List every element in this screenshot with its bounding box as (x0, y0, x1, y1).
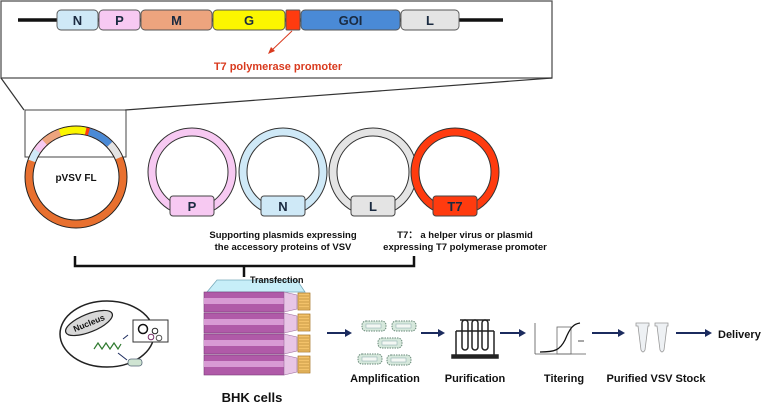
promoter-callout-arrow (269, 30, 293, 53)
genome-segment-t7p (285, 9, 301, 31)
promoter-callout-label: T7 polymerase promoter (214, 61, 343, 73)
step-label-purified-stock: Purified VSV Stock (606, 373, 706, 385)
genome-segment-m: M (140, 9, 213, 31)
flask-1 (203, 291, 311, 313)
plasmid-t7: T7 (410, 127, 500, 217)
plasmid-arc-goi (87, 128, 113, 147)
bhk-cells-label: BHK cells (222, 390, 283, 405)
plasmid-arc-n (28, 148, 40, 163)
titration-curve-icon (534, 322, 586, 355)
plasmid-n: N (238, 127, 328, 217)
genome-segment-label: GOI (339, 13, 363, 28)
genome-segment-label: M (171, 13, 182, 28)
genome-segment-label: N (73, 13, 82, 28)
supporting-caption-2: the accessory proteins of VSV (215, 242, 352, 253)
plasmid-arc-g (58, 126, 87, 137)
flask-3 (203, 333, 311, 355)
arrow-right-icon (421, 329, 445, 337)
test-tube-rack-icon (451, 319, 499, 359)
plasmid-label: T7 (447, 199, 462, 214)
virus-particles-icon (357, 320, 417, 366)
t7-caption-1: T7： a helper virus or plasmid (397, 230, 533, 241)
step-label-amplification: Amplification (350, 373, 420, 385)
arrow-right-icon (327, 329, 352, 337)
plasmid-arc-m (42, 129, 62, 145)
arrow-right-icon (500, 329, 526, 337)
virion (361, 320, 387, 332)
plasmid-label: P (188, 199, 197, 214)
plasmid-arc-l (107, 141, 123, 160)
eppendorf-tubes-icon (635, 322, 669, 353)
arrow-right-icon (676, 329, 712, 337)
plasmid-pvsv-fl (24, 125, 128, 229)
genome-segment-n: N (56, 9, 99, 31)
genome-segment-g: G (212, 9, 286, 31)
zoom-line-left (0, 77, 25, 111)
genome-segment-p: P (98, 9, 141, 31)
step-label-titering: Titering (544, 373, 584, 385)
supporting-caption-1: Supporting plasmids expressing (209, 230, 356, 241)
plasmid-label: L (369, 199, 377, 214)
genome-segment-label: P (115, 13, 124, 28)
pvsv-fl-label: pVSV FL (55, 173, 96, 184)
plasmid-l: L (328, 127, 418, 217)
genome-segment-l: L (400, 9, 460, 31)
virion (391, 320, 417, 332)
plasmid-label: N (278, 199, 287, 214)
transfection-bracket (73, 256, 416, 277)
flask-4 (203, 354, 311, 376)
genome-segment-label: L (426, 13, 434, 28)
zoom-line-right (124, 77, 553, 111)
workflow-arrows (327, 329, 712, 337)
virion (357, 353, 383, 365)
transfected-cell-icon: Nucleus (59, 300, 169, 368)
virion-icon (127, 358, 143, 367)
promoter-arrowhead-icon (268, 47, 275, 54)
genome-segment-goi: GOI (300, 9, 401, 31)
bhk-flask-stack-icon (203, 279, 311, 376)
genome-segment-label: G (244, 13, 254, 28)
supporting-plasmids: P N L T7 (147, 127, 500, 217)
virion (377, 337, 403, 349)
genome-segments: N P M G GOI L (56, 9, 460, 31)
virion (386, 354, 412, 366)
flask-2 (203, 312, 311, 334)
step-label-delivery: Delivery (718, 329, 762, 341)
plasmid-p: P (147, 127, 237, 217)
arrow-right-icon (592, 329, 625, 337)
plasmid-arc-t7p (85, 127, 90, 136)
step-label-purification: Purification (445, 373, 506, 385)
t7-caption-2: expressing T7 polymerase promoter (383, 242, 547, 253)
plasmid-arc-p (34, 139, 47, 153)
rna-icon (93, 341, 122, 351)
plasmid-highlight-box (24, 109, 127, 158)
nucleus-icon (64, 309, 114, 337)
transfection-label: Transfection (250, 275, 304, 285)
